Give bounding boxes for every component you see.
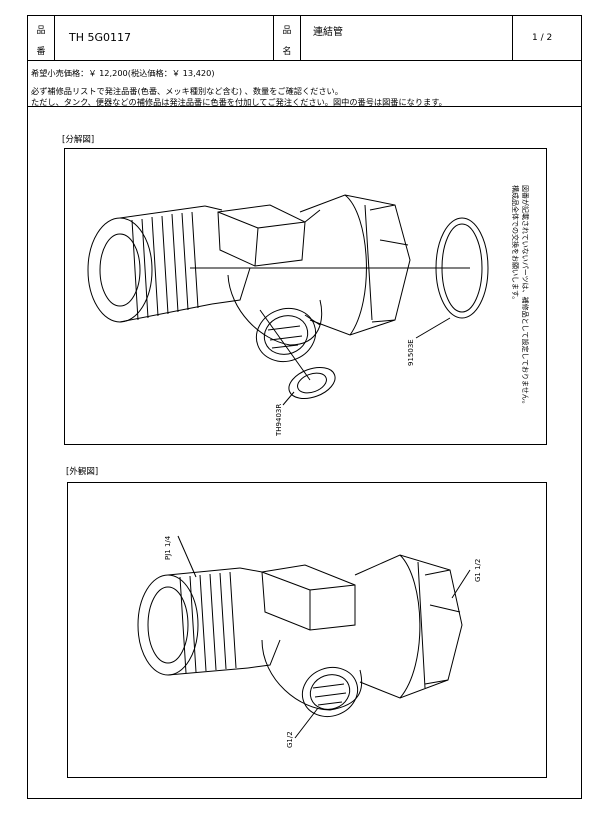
hinban-label-cell: 品 番 — [28, 16, 55, 60]
label-pj-1-1-4: PJ1 1/4 — [164, 535, 172, 560]
hinmei-label-bottom: 名 — [282, 47, 292, 57]
exterior-title: [外観図] — [66, 467, 99, 477]
exterior-view-box — [67, 482, 547, 778]
notice-line-2: ただし、タンク、便器などの補修品は発注品番に色番を付加してご発注ください。図中の… — [31, 97, 447, 107]
hinban-label-top: 品 — [36, 26, 46, 36]
hinban-label-bottom: 番 — [36, 47, 46, 57]
notice-line-1: 必ず補修品リストで発注品番(色番、メッキ種別など含む) 、数量をご確認ください。 — [31, 86, 343, 96]
exploded-view-box — [64, 148, 547, 445]
title-block: 品 番 TH 5G0117 品 名 連結管 1 / 2 — [28, 16, 581, 61]
document-frame: 品 番 TH 5G0117 品 名 連結管 1 / 2 — [27, 15, 582, 799]
hinmei-label-cell: 品 名 — [274, 16, 301, 60]
page-number: 1 / 2 — [532, 33, 553, 43]
label-g1-1-2: G1 1/2 — [474, 558, 482, 582]
product-code-cell: TH 5G0117 — [55, 16, 274, 60]
price-text: 希望小売価格：￥ 12,200(税込価格：￥ 13,420) — [31, 68, 215, 78]
product-name: 連結管 — [313, 27, 343, 38]
divider — [27, 106, 582, 107]
exploded-title: [分解図] — [62, 135, 95, 145]
product-code: TH 5G0117 — [69, 31, 132, 44]
hinmei-label-top: 品 — [282, 26, 292, 36]
product-name-cell: 連結管 — [301, 16, 513, 60]
label-g1-2: G1/2 — [286, 731, 294, 748]
page-cell: 1 / 2 — [513, 16, 581, 60]
